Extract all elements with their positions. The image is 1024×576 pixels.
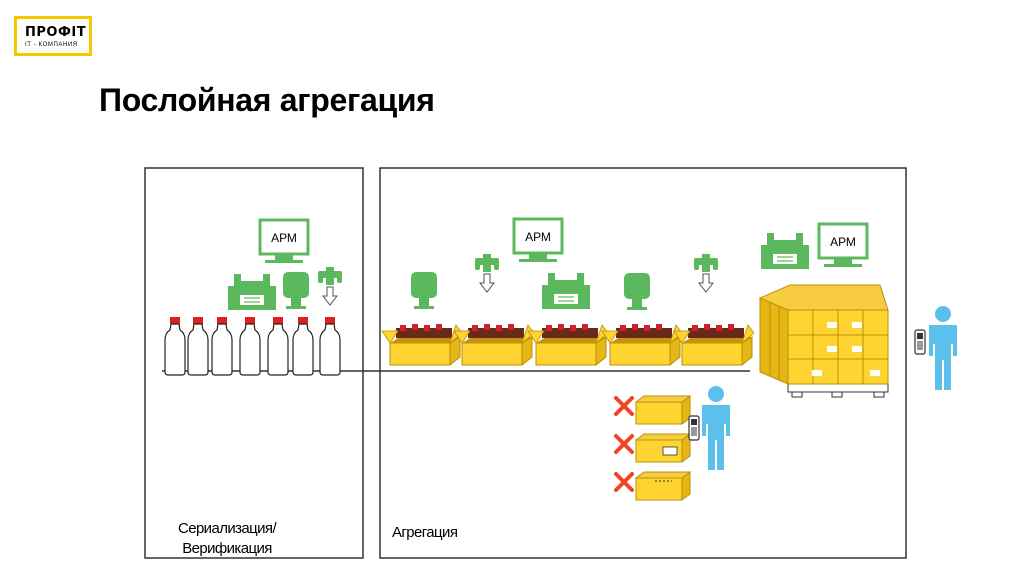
box-with-bottles-icon (381, 323, 463, 366)
printer-icon (541, 272, 591, 310)
box-with-bottles-icon (453, 323, 535, 366)
bottle-icon (239, 316, 261, 376)
page-title: Послойная агрегация (99, 82, 435, 118)
handheld-terminal-icon (914, 329, 926, 355)
rejected-box-icon (634, 433, 692, 463)
scanner-icon (624, 273, 650, 310)
bottle-icon (164, 316, 186, 376)
printer-icon (227, 273, 277, 311)
workstation-monitor: АРМ (512, 217, 564, 264)
logo-tagline: IT - КОМПАНИЯ (25, 42, 78, 48)
aggregation-zone-label: Агрегация (392, 524, 458, 541)
box-with-bottles-icon (527, 323, 609, 366)
printer-icon (760, 232, 810, 270)
bottle-icon (292, 316, 314, 376)
box-with-bottles-icon (601, 323, 683, 366)
camera-icon (474, 253, 500, 293)
bottle-icon (187, 316, 209, 376)
pallet-icon (758, 284, 889, 398)
workstation-label: АРМ (830, 235, 856, 249)
operator-icon (702, 386, 730, 470)
reject-cross-icon (614, 396, 634, 416)
serialization-zone-label: Сериализация/ Верификация (177, 520, 277, 557)
rejected-box-icon (634, 395, 692, 425)
serialization-zone-frame (144, 167, 364, 559)
reject-cross-icon (614, 472, 634, 492)
workstation-monitor: АРМ (817, 222, 869, 269)
aggregation-zone-frame (379, 167, 907, 559)
scanner-icon (283, 272, 309, 309)
handheld-terminal-icon (688, 415, 700, 441)
bottle-icon (267, 316, 289, 376)
logo-name: ПРОФІТ (25, 25, 87, 40)
workstation-label: АРМ (525, 230, 551, 244)
box-with-bottles-icon (673, 323, 755, 366)
scanner-icon (411, 272, 437, 309)
company-logo: ПРОФІТ IT - КОМПАНИЯ (14, 16, 92, 56)
bottle-icon (211, 316, 233, 376)
operator-icon (929, 306, 957, 390)
camera-icon (693, 253, 719, 293)
workstation-label: АРМ (271, 231, 297, 245)
reject-cross-icon (614, 434, 634, 454)
workstation-monitor: АРМ (258, 218, 310, 265)
rejected-box-icon (634, 471, 692, 501)
camera-icon (317, 266, 343, 306)
bottle-icon (319, 316, 341, 376)
